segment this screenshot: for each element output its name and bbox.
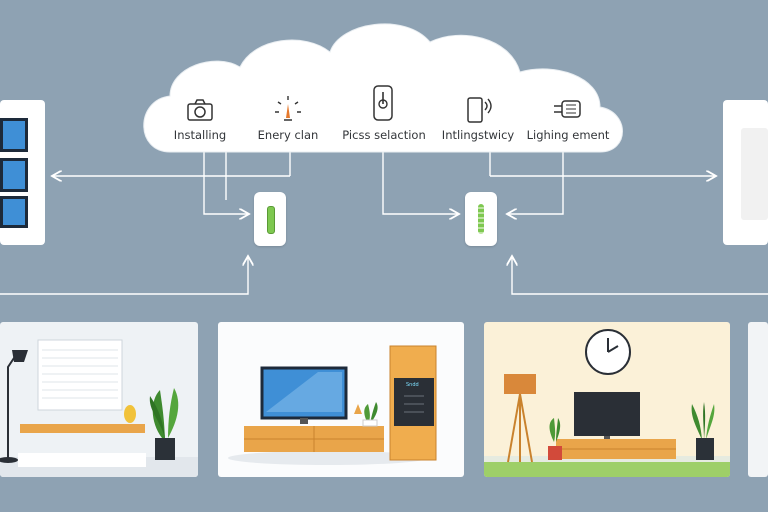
smart-plug-icon xyxy=(373,85,393,121)
cloud-label-lighting: Lighing ement xyxy=(526,128,610,142)
cloud-label-phone: Intlingstwicy xyxy=(441,128,515,142)
right-device-panel xyxy=(723,100,768,245)
left-device-panel xyxy=(0,100,45,245)
room-living-lamp[interactable] xyxy=(0,322,198,477)
arrow-from-lighting xyxy=(507,150,564,214)
camera-icon xyxy=(187,99,213,121)
arrow-to-right-device xyxy=(382,150,459,214)
cloud-label-energy: Enery clan xyxy=(257,128,319,142)
smart-switch-left[interactable] xyxy=(254,192,286,246)
smart-switch-right[interactable] xyxy=(465,192,497,246)
room-illustration xyxy=(0,339,198,477)
gauge-icon xyxy=(275,96,301,121)
cloud-shape xyxy=(143,23,623,153)
smartphone-wifi-icon xyxy=(467,97,492,123)
cloud-label-installing: Installing xyxy=(173,128,227,142)
room-tv-clock[interactable] xyxy=(484,322,730,477)
arrow-from-bottom-left xyxy=(0,256,248,295)
appliance-panel xyxy=(741,128,768,220)
monitor-icon xyxy=(0,158,28,192)
appliance-display-text: Sndd xyxy=(406,382,419,388)
room-illustration: Sndd xyxy=(228,345,437,465)
room-tv-fridge[interactable]: Sndd xyxy=(218,322,464,477)
cloud-label-plug: Picss selaction xyxy=(342,128,426,142)
room-illustration xyxy=(484,329,730,477)
monitor-icon xyxy=(0,118,28,152)
light-bulb-icon xyxy=(554,100,581,118)
status-light xyxy=(478,204,484,234)
arrow-to-left-device xyxy=(203,150,249,214)
arrow-from-bottom-right xyxy=(512,256,768,295)
status-light xyxy=(267,206,275,234)
room-partial xyxy=(748,322,768,477)
monitor-icon xyxy=(0,196,28,228)
